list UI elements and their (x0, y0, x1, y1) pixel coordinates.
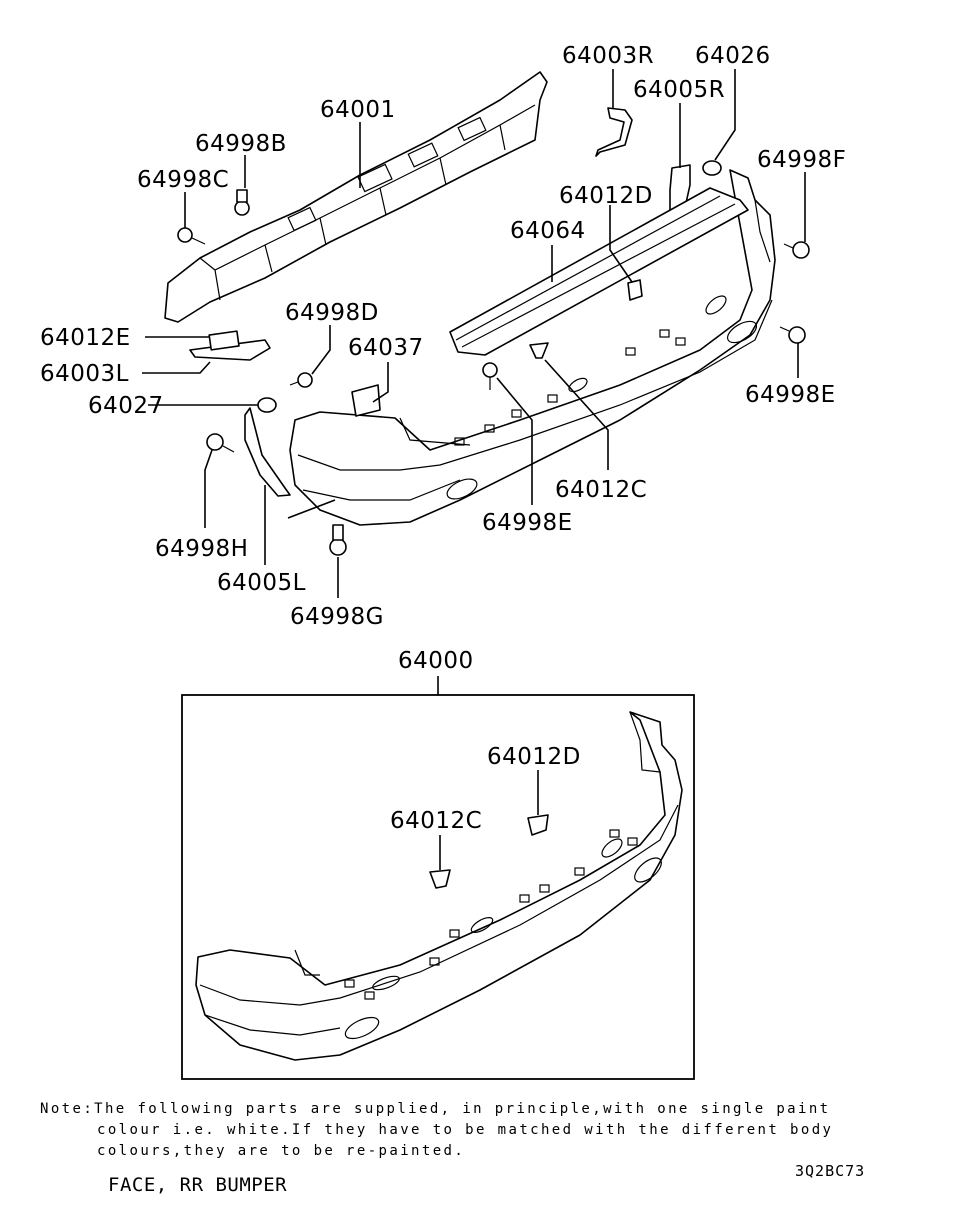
label-64005R: 64005R (633, 77, 725, 103)
bracket-64003R (595, 107, 633, 157)
label-64012C-top: 64012C (555, 477, 647, 503)
label-64998C: 64998C (137, 167, 229, 193)
bolt-64998H (206, 433, 235, 453)
assembly-box (181, 694, 695, 1080)
reinforcement-64001 (164, 71, 548, 323)
label-64064: 64064 (510, 218, 586, 244)
label-64012C-box: 64012C (390, 808, 482, 834)
label-64000: 64000 (398, 648, 474, 674)
bolt-64998D (289, 372, 313, 388)
leader-lines-upper (142, 69, 806, 598)
bolt-64998F (783, 241, 810, 259)
diagram-title: FACE, RR BUMPER (108, 1174, 288, 1196)
bolt-64998B (234, 189, 250, 216)
label-64998H: 64998H (155, 536, 248, 562)
label-64027: 64027 (88, 393, 164, 419)
bolt-64998G (329, 524, 347, 556)
note-line-2: colour i.e. white.If they have to be mat… (97, 1122, 834, 1138)
label-64998E-mid: 64998E (482, 510, 573, 536)
label-64012D-top: 64012D (559, 183, 653, 209)
label-64005L: 64005L (217, 570, 306, 596)
bumper-face-assembly-64000 (195, 711, 683, 1061)
bumper-face-upper (289, 169, 776, 526)
bolt-64998C (177, 227, 206, 245)
clip-64012D-box (527, 770, 549, 836)
diagram-code: 3Q2BC73 (795, 1162, 866, 1180)
clip-64012C-box (429, 835, 451, 889)
label-64998D: 64998D (285, 300, 379, 326)
label-64998E-right: 64998E (745, 382, 836, 408)
clip-64012D-top (627, 279, 643, 301)
label-64012D-box: 64012D (487, 744, 581, 770)
note-line-1: Note:The following parts are supplied, i… (40, 1101, 831, 1117)
note-text: Note:The following parts are supplied, i… (40, 1099, 900, 1162)
label-64026: 64026 (695, 43, 771, 69)
label-64001: 64001 (320, 97, 396, 123)
bracket-64005L (244, 407, 291, 497)
bracket-64003L (189, 339, 271, 361)
clip-64012E (208, 330, 240, 351)
clip-64012C-top (529, 342, 549, 359)
bolt-64998E-right (779, 326, 806, 344)
label-64003L: 64003L (40, 361, 129, 387)
label-64998F: 64998F (757, 147, 846, 173)
label-64037: 64037 (348, 335, 424, 361)
step-pad-64064 (449, 187, 749, 356)
bolt-64998E-mid (482, 362, 498, 390)
label-64003R: 64003R (562, 43, 654, 69)
label-64012E: 64012E (40, 325, 131, 351)
label-64998B: 64998B (195, 131, 287, 157)
grommet-64027 (257, 397, 277, 413)
label-64998G: 64998G (290, 604, 384, 630)
tape-64037 (351, 384, 381, 417)
note-line-3: colours,they are to be re-painted. (97, 1143, 466, 1159)
grommet-64026 (702, 160, 722, 176)
